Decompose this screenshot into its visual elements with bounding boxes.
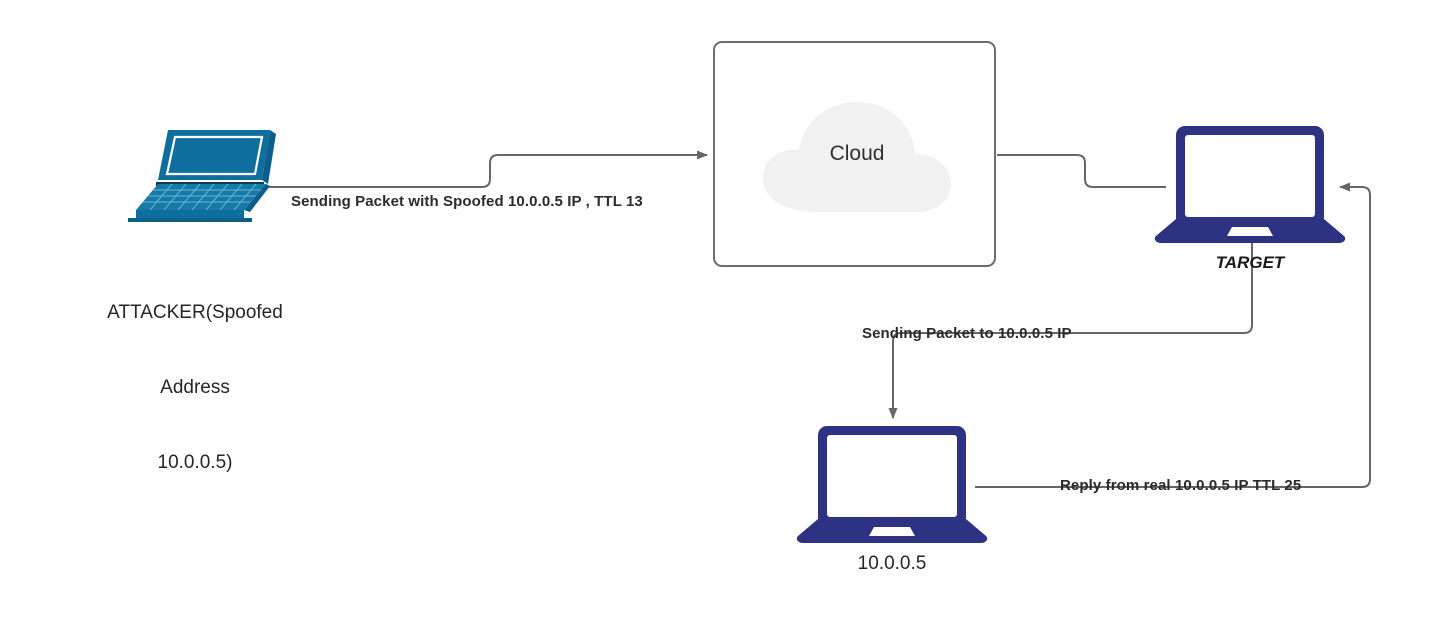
edge-victim-to-target <box>975 182 1371 488</box>
attacker-label-line-3: 10.0.0.5) <box>157 452 233 473</box>
edge-label-target-to-victim: Sending Packet to 10.0.0.5 IP <box>862 325 1072 342</box>
target-label: TARGET <box>1215 253 1285 272</box>
edge-label-victim-to-target: Reply from real 10.0.0.5 IP TTL 25 <box>1060 477 1302 494</box>
edge-attacker-to-cloud <box>262 150 708 188</box>
edge-target-to-victim <box>888 240 1253 419</box>
attacker-label-line-1: ATTACKER(Spoofed <box>107 302 283 323</box>
edge-label-attacker-to-cloud: Sending Packet with Spoofed 10.0.0.5 IP … <box>291 193 643 210</box>
edge-cloud-to-target <box>997 154 1166 188</box>
cloud-icon <box>763 102 951 212</box>
victim-laptop-icon <box>796 426 988 543</box>
attacker-label-line-2: Address <box>160 377 230 398</box>
attacker-laptop-icon <box>128 130 276 222</box>
cloud-label: Cloud <box>829 142 885 165</box>
attacker-label: ATTACKER(Spoofed Address 10.0.0.5) <box>70 250 320 525</box>
target-laptop-icon <box>1154 126 1346 243</box>
victim-label: 10.0.0.5 <box>857 553 927 574</box>
